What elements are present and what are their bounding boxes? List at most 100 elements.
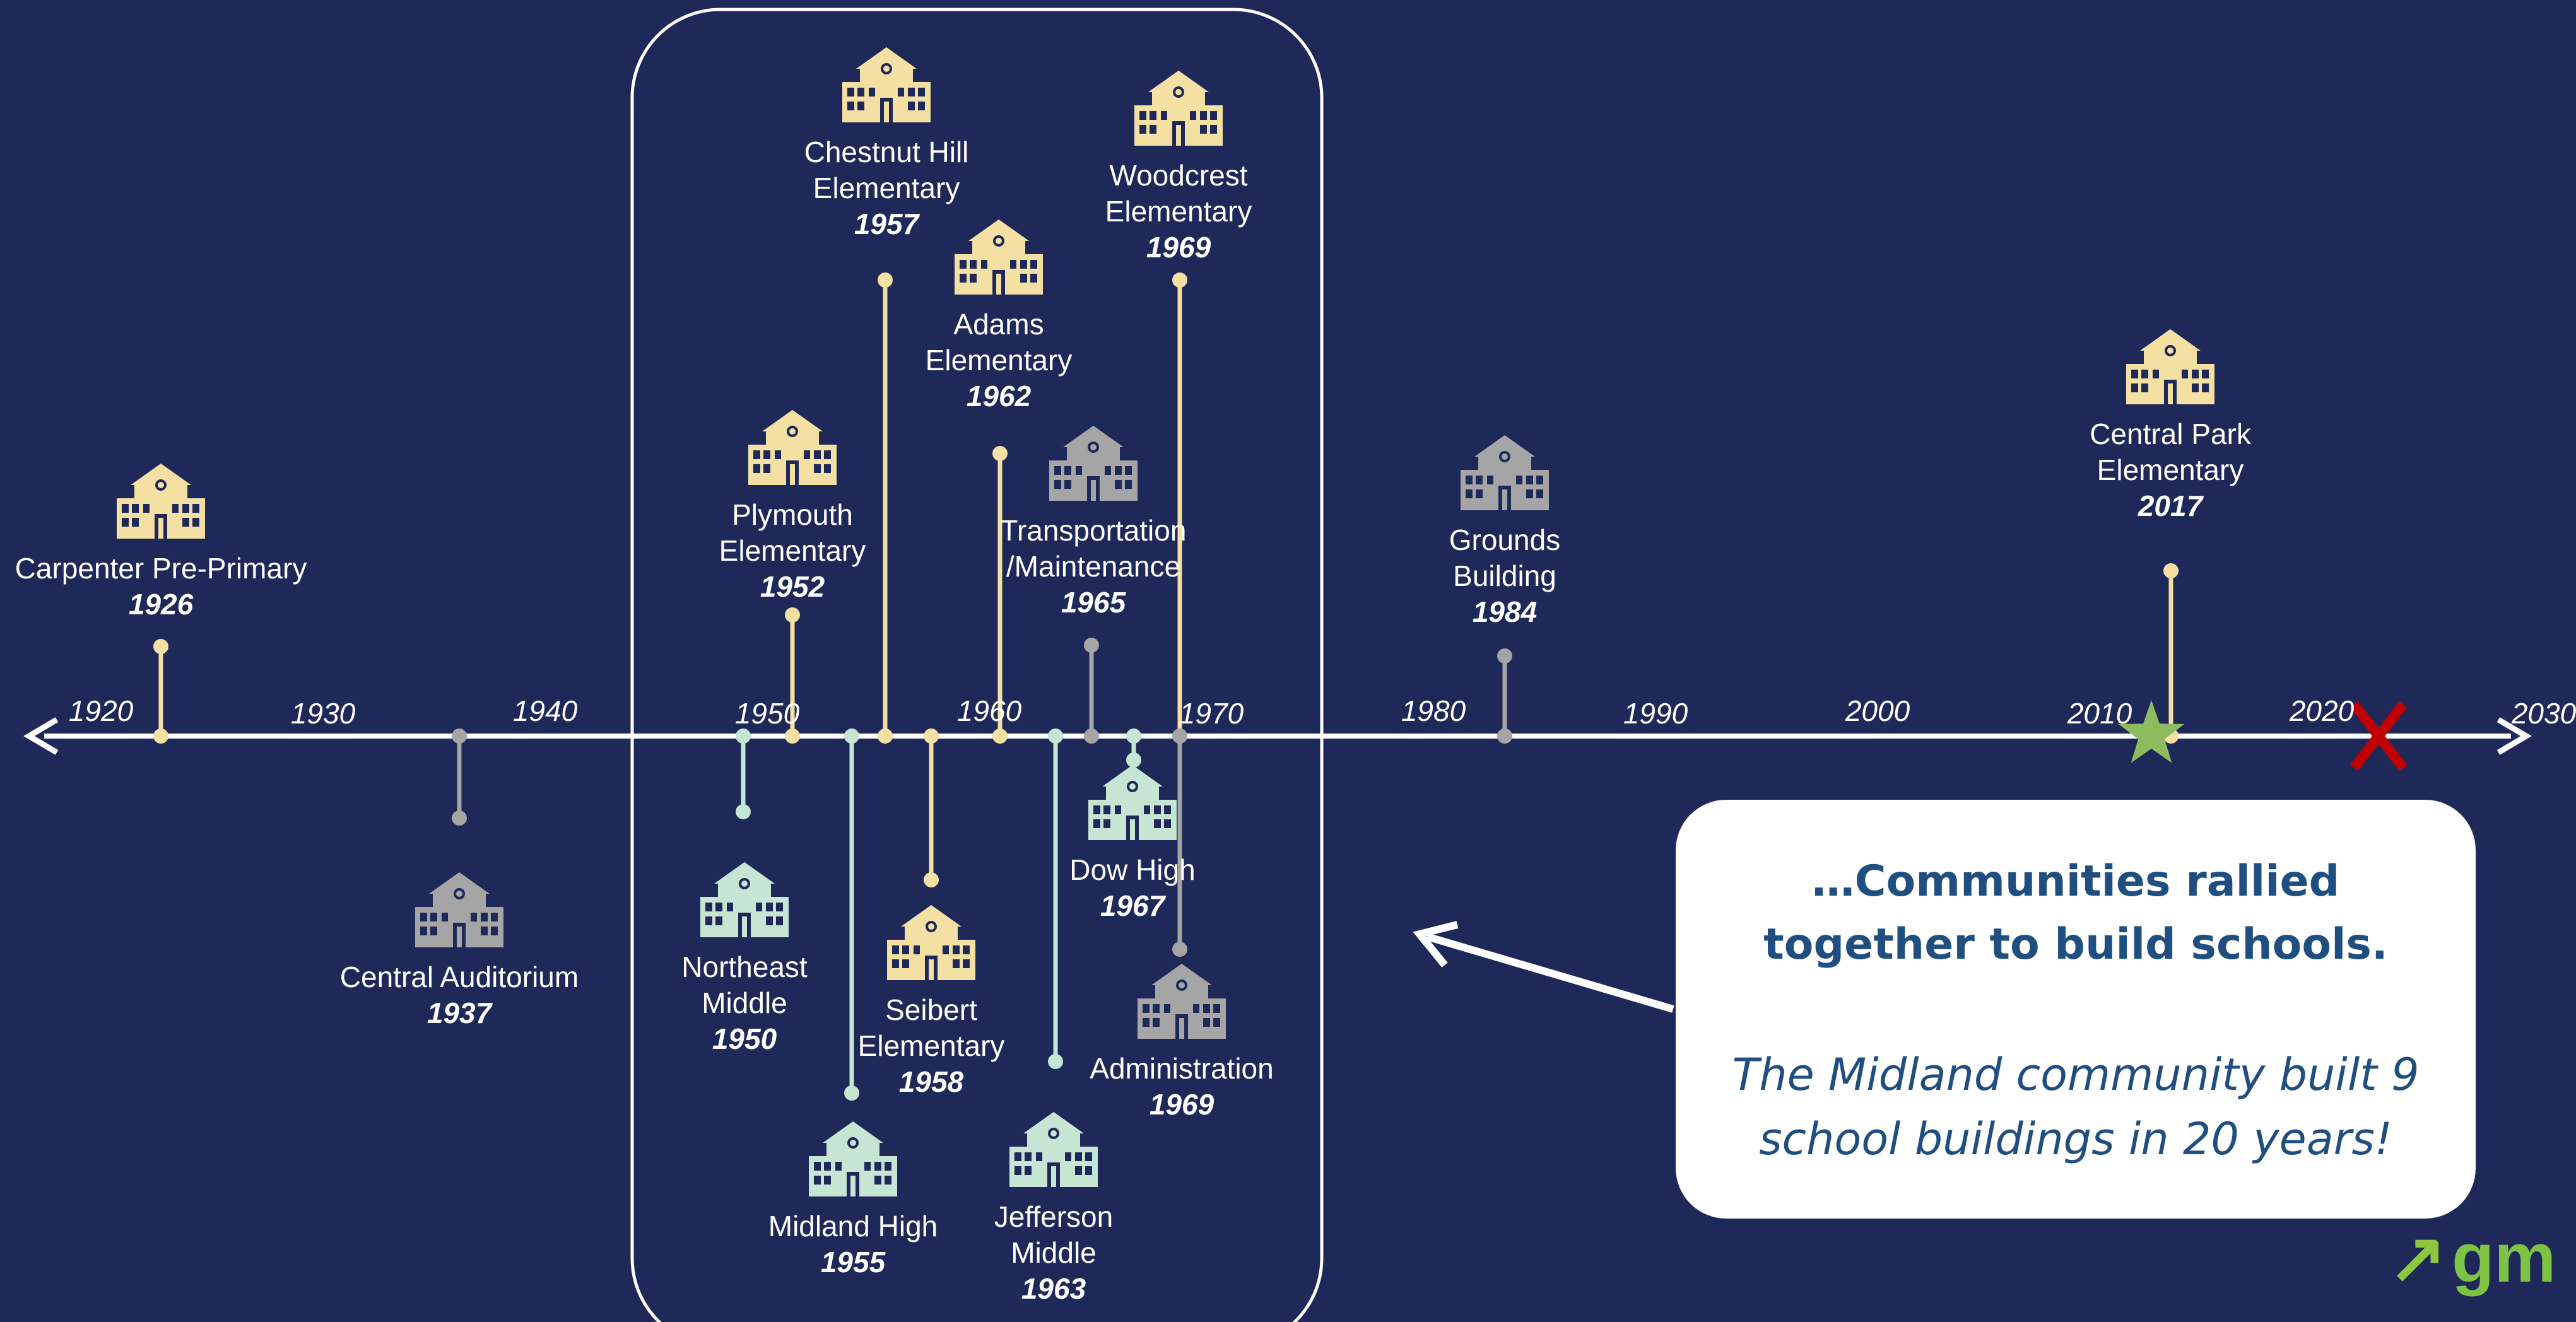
axis-dot <box>153 728 168 744</box>
building-year: 1952 <box>760 570 825 603</box>
building-name: Central Auditorium <box>339 961 579 993</box>
school-building-icon <box>1088 765 1177 840</box>
axis-dot <box>844 728 859 744</box>
stem-end-dot <box>1172 942 1187 957</box>
building-name: Central Park Elementary <box>2090 418 2251 486</box>
stem-end-dot <box>2163 563 2179 578</box>
school-building-icon <box>955 219 1043 295</box>
year-label: 2010 <box>2067 697 2132 730</box>
building-year: 1958 <box>898 1065 964 1098</box>
axis-dot <box>1497 728 1512 744</box>
school-building-icon <box>1009 1112 1098 1187</box>
axis-dot <box>878 728 893 744</box>
year-label: 1970 <box>1179 697 1244 730</box>
building-name: Seibert Elementary <box>857 993 1005 1062</box>
arrow-up-right-icon: ↗ <box>2389 1219 2447 1297</box>
callout-headline: …Communities rallied together to build s… <box>1763 857 2388 969</box>
stem-end-dot <box>924 872 939 887</box>
building-year: 1965 <box>1061 586 1126 619</box>
stem-end-dot <box>1497 648 1512 664</box>
year-label: 1950 <box>734 697 800 730</box>
x-mark-icon <box>2350 701 2408 771</box>
year-label: 1960 <box>956 694 1022 727</box>
building-name: Chestnut Hill Elementary <box>804 136 969 204</box>
school-building-icon <box>842 47 931 122</box>
stem-end-dot <box>878 272 893 288</box>
building-year: 1969 <box>1146 231 1211 264</box>
axis-dot <box>1048 728 1063 744</box>
stem-end-dot <box>785 607 800 623</box>
building-name: Dow High <box>1069 853 1196 886</box>
axis-dot <box>992 728 1008 744</box>
stem-end-dot <box>1048 1054 1063 1069</box>
era-highlight-box <box>630 8 1324 1322</box>
axis-dot <box>736 728 751 744</box>
building-name: Woodcrest Elementary <box>1105 159 1252 228</box>
building-name: Administration <box>1090 1052 1274 1085</box>
callout-body: The Midland community built 9 school bui… <box>1732 1049 2420 1165</box>
building-name: Midland High <box>768 1210 938 1243</box>
axis-left-arrow-icon <box>23 717 59 755</box>
stem-end-dot <box>844 1085 859 1101</box>
axis-dot <box>785 728 800 744</box>
building-year: 1984 <box>1472 595 1538 628</box>
building-name: Northeast Middle <box>681 951 808 1019</box>
year-label: 2030 <box>2511 697 2576 730</box>
star-icon <box>2118 700 2185 763</box>
year-label: 1920 <box>68 694 134 727</box>
stem-end-dot <box>1126 752 1141 768</box>
school-building-icon <box>1134 71 1223 146</box>
school-building-icon <box>1138 964 1226 1039</box>
stem-end-dot <box>452 810 467 826</box>
school-building-icon <box>748 410 837 485</box>
building-entry: Chestnut Hill Elementary 1957 <box>804 134 969 242</box>
axis-dot <box>452 728 467 744</box>
building-name: Jefferson Middle <box>994 1200 1114 1269</box>
building-year: 1950 <box>712 1022 777 1055</box>
building-name: Carpenter Pre-Primary <box>15 552 307 585</box>
axis-dot <box>1172 728 1187 744</box>
axis-dot <box>1126 728 1141 744</box>
school-building-icon <box>2126 329 2214 404</box>
year-label: 2020 <box>2289 694 2355 727</box>
pointer-arrow-icon <box>1413 921 1674 1013</box>
building-year: 1926 <box>128 588 194 621</box>
year-label: 1940 <box>512 694 578 727</box>
year-label: 1990 <box>1623 697 1688 730</box>
school-building-icon <box>415 872 503 947</box>
callout-box: …Communities rallied together to build s… <box>1676 800 2476 1219</box>
building-year: 1955 <box>820 1246 886 1278</box>
school-building-icon <box>700 862 789 937</box>
building-entry: Central Auditorium 1937 <box>340 959 579 1031</box>
stem-end-dot <box>992 446 1008 461</box>
year-label: 1980 <box>1401 694 1466 727</box>
school-building-icon <box>1461 435 1549 510</box>
stem-end-dot <box>1084 638 1099 653</box>
building-year: 1957 <box>854 208 919 240</box>
building-name: Grounds Building <box>1449 524 1561 592</box>
building-year: 2017 <box>2138 489 2203 522</box>
building-year: 1937 <box>426 997 492 1029</box>
school-building-icon <box>887 905 975 980</box>
stem-end-dot <box>153 639 168 654</box>
school-building-icon <box>1049 426 1138 501</box>
building-name: Plymouth Elementary <box>719 498 866 567</box>
year-label: 2000 <box>1845 694 1910 727</box>
building-year: 1967 <box>1100 889 1165 922</box>
stem-end-dot <box>1172 272 1187 288</box>
stem-end-dot <box>736 804 751 819</box>
building-year: 1969 <box>1149 1088 1214 1121</box>
